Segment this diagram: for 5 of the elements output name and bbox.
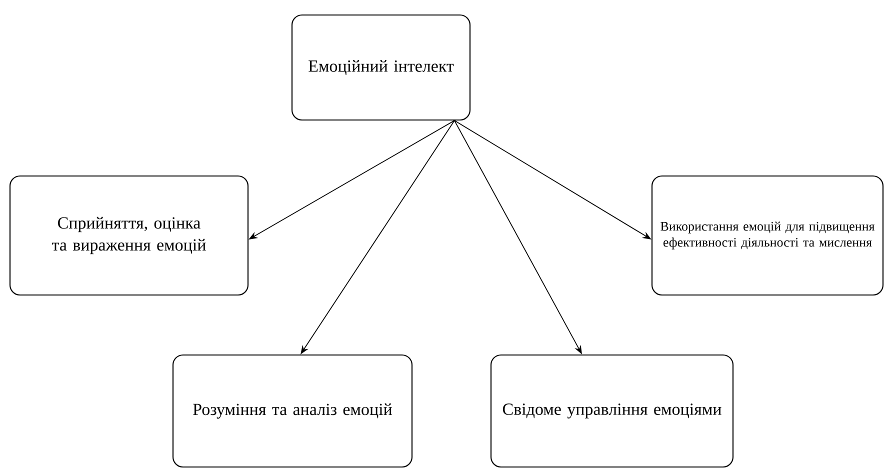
rounded-box: Сприйняття, оцінка та вираження емоцій bbox=[9, 175, 249, 296]
rounded-box: Емоційний інтелект bbox=[291, 14, 471, 121]
rounded-box: Використання емоцій для підвищення ефективності діяльності та мислення bbox=[651, 175, 884, 296]
rounded-box: Розуміння та аналіз емоцій bbox=[172, 354, 413, 468]
rounded-box: Свідоме управління емоціями bbox=[490, 354, 734, 468]
